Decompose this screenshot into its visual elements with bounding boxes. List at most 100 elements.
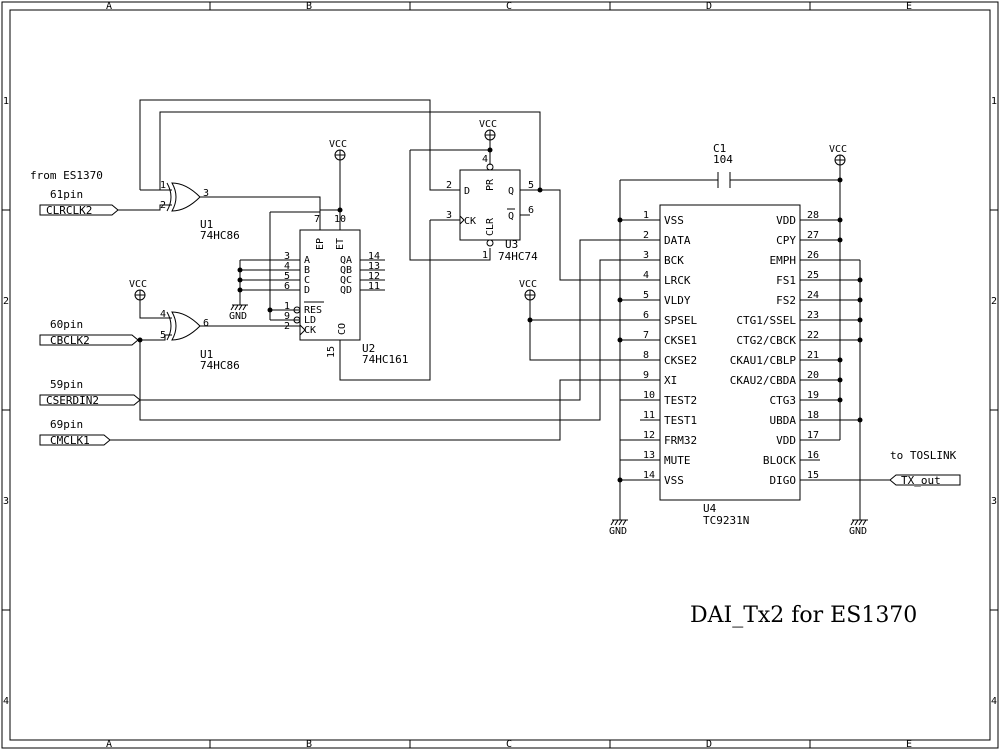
frame-col-bottom: C: [506, 739, 512, 750]
u4-pin-name: CTG1/SSEL: [736, 314, 796, 327]
u3-pin-num: 3: [446, 210, 452, 221]
frame-col-top: C: [506, 1, 512, 12]
u4-pin-name: VLDY: [664, 294, 691, 307]
xor-gate-u1b: 4 5 6 U1 74HC86: [160, 309, 240, 372]
u4-pin-num: 1: [643, 210, 649, 221]
gnd-label: GND: [849, 526, 867, 537]
frame-col-bottom: D: [706, 739, 712, 750]
u4-pin-name: VSS: [664, 474, 684, 487]
u4-ref: U4: [703, 502, 717, 515]
vcc-label: VCC: [519, 279, 537, 290]
u4-pin-name: CPY: [776, 234, 796, 247]
frame-col-top: E: [906, 1, 912, 12]
frame-row-left: 1: [3, 96, 9, 107]
u2-pin-num: 6: [284, 281, 290, 292]
port-cserdin2: CSERDIN2 59pin: [39, 378, 141, 407]
port-cbclk2-label: CBCLK2: [50, 334, 90, 347]
u1a-part: 74HC86: [200, 229, 240, 242]
u4-pin-name: CTG3: [770, 394, 797, 407]
gnd-label: GND: [229, 311, 247, 322]
port-cbclk2: CBCLK2 60pin: [39, 318, 139, 347]
u3-pin-num: 2: [446, 180, 452, 191]
u3-pin-num: 6: [528, 205, 534, 216]
port-cserdin2-label: CSERDIN2: [46, 394, 99, 407]
frame-col-top: B: [306, 1, 312, 12]
u2-pin-name: C: [304, 275, 310, 286]
u4-pin-num: 21: [807, 350, 819, 361]
drawing-title: DAI_Tx2 for ES1370: [690, 603, 917, 628]
u4-pin-num: 13: [643, 450, 655, 461]
port-tx-out-label: TX_out: [901, 474, 941, 487]
u4-pin-name: VSS: [664, 214, 684, 227]
u4-pin-num: 7: [643, 330, 649, 341]
frame-col-top: D: [706, 1, 712, 12]
u2-pin-num: 1: [284, 301, 290, 312]
port-clrclk2-pin: 61pin: [50, 188, 83, 201]
u1b-ref: U1: [200, 348, 213, 361]
u4-pin-name: FS2: [776, 294, 796, 307]
u3-pin-name: CLR: [485, 217, 496, 236]
u3-pin-name: PR: [485, 178, 496, 191]
u4-part: TC9231N: [703, 514, 749, 527]
u4-pin-num: 19: [807, 390, 819, 401]
port-cmclk1-label: CMCLK1: [50, 434, 90, 447]
u4-pin-num: 9: [643, 370, 649, 381]
wires: [110, 99, 890, 520]
u2-pin-num: 12: [368, 271, 380, 282]
u4-pin-name: DATA: [664, 234, 691, 247]
u1a-pin1: 1: [160, 180, 166, 191]
port-cserdin2-pin: 59pin: [50, 378, 83, 391]
u2-pin-name: D: [304, 285, 310, 296]
u4-pin-name: CKSE2: [664, 354, 697, 367]
port-cbclk2-pin: 60pin: [50, 318, 83, 331]
u4-pin-name: XI: [664, 374, 677, 387]
u2-ref: U2: [362, 342, 375, 355]
u2-pin-name: EP: [315, 238, 326, 250]
vcc-label: VCC: [129, 279, 147, 290]
u4-pin-num: 11: [643, 410, 655, 421]
u4-pin-num: 25: [807, 270, 819, 281]
u4-pin-num: 5: [643, 290, 649, 301]
frame-row-right: 1: [991, 96, 997, 107]
u4-pin-num: 14: [643, 470, 655, 481]
u4-pin-num: 12: [643, 430, 655, 441]
u2-pin-num: 11: [368, 281, 380, 292]
u4-pin-num: 20: [807, 370, 819, 381]
frame-row-left: 4: [3, 696, 9, 707]
u4-pin-name: UBDA: [770, 414, 797, 427]
u2-pin-name: ET: [335, 238, 346, 250]
u2-pin-num: 15: [326, 346, 337, 358]
u4-pin-num: 2: [643, 230, 649, 241]
u4-pin-name: CKSE1: [664, 334, 697, 347]
u4-pin-name: TEST2: [664, 394, 697, 407]
u1a-pin2: 2: [160, 200, 166, 211]
frame-col-bottom: B: [306, 739, 312, 750]
u4-pin-num: 17: [807, 430, 819, 441]
u4-pin-num: 16: [807, 450, 819, 461]
u2-pin-name: B: [304, 265, 310, 276]
u3-pin-name: CK: [464, 216, 476, 227]
u3-ref: U3: [505, 238, 518, 251]
xor-gate-u1a: 1 2 3 U1 74HC86: [160, 180, 240, 242]
vcc-label: VCC: [829, 144, 847, 155]
u4-pin-name: BCK: [664, 254, 684, 267]
port-clrclk2-label: CLRCLK2: [46, 204, 92, 217]
junctions: [137, 147, 863, 483]
frame-row-right: 3: [991, 496, 997, 507]
u4-pin-num: 8: [643, 350, 649, 361]
capacitor-c1: C1 104: [713, 142, 733, 166]
port-tx-out: TX_out: [889, 474, 961, 487]
frame-row-right: 2: [991, 296, 997, 307]
u1a-ref: U1: [200, 218, 213, 231]
u2-pin-name: QC: [340, 275, 352, 286]
u4-pin-name: MUTE: [664, 454, 691, 467]
port-cmclk1-pin: 69pin: [50, 418, 83, 431]
u2-pin-name: QA: [340, 255, 352, 266]
u4-pin-name: EMPH: [770, 254, 797, 267]
